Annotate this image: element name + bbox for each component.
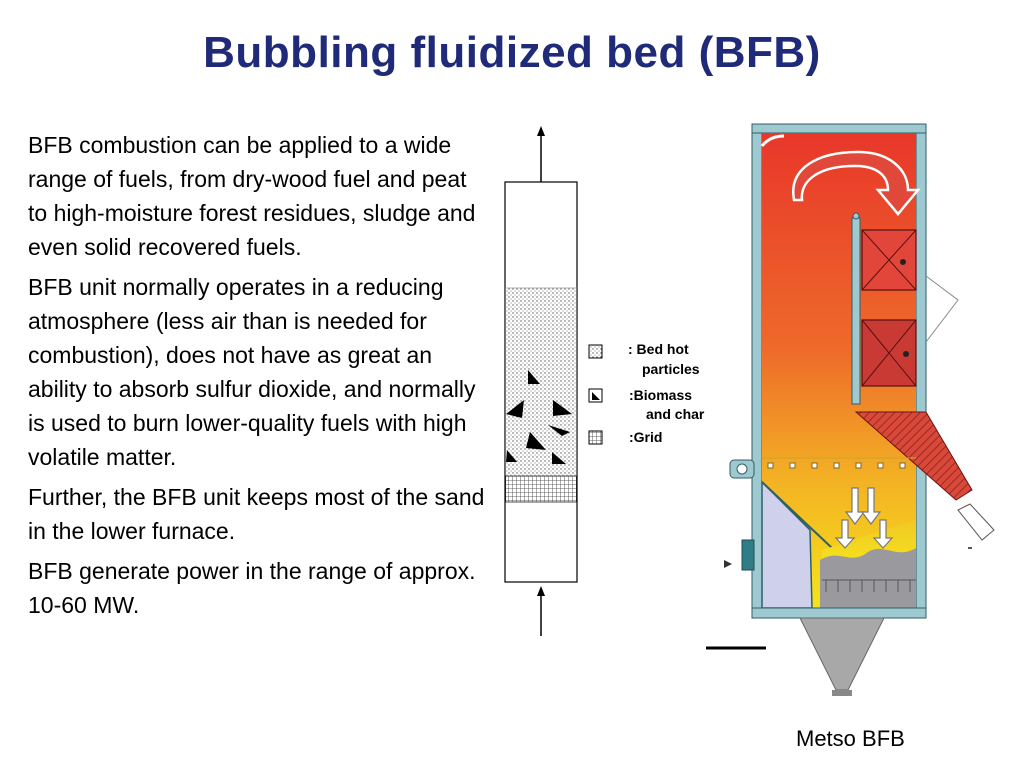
legend-grid-label: :Grid (629, 429, 663, 445)
paragraph-sand: Further, the BFB unit keeps most of the … (28, 484, 485, 544)
bfb-schematic (504, 126, 578, 636)
figure-caption: Metso BFB (796, 726, 905, 751)
bed-particles-swatch-icon (588, 344, 603, 359)
air-down-arrows (834, 487, 894, 549)
superheater-lower (861, 319, 917, 387)
body-text: BFB combustion can be applied to a wide … (28, 128, 488, 628)
paragraph-power: BFB generate power in the range of appro… (28, 558, 476, 618)
paragraph-atmosphere: BFB unit normally operates in a reducing… (28, 274, 476, 470)
superheater-upper (861, 229, 917, 291)
paragraph-fuels: BFB combustion can be applied to a wide … (28, 132, 476, 260)
legend-biomass-label-line1: :Biomass (629, 387, 693, 403)
grate-bars (822, 579, 916, 592)
legend-bed-label-line2: particles (642, 361, 700, 377)
air-nozzles (767, 462, 906, 469)
legend-bed-label-line1: : Bed hot (628, 341, 689, 357)
biomass-particles (506, 370, 572, 464)
curved-flow-arrow-icon (791, 150, 921, 216)
air-inlet-arrow-icon (537, 586, 545, 636)
slide-title: Bubbling fluidized bed (BFB) (203, 28, 821, 77)
up-arrow-icon (537, 126, 545, 182)
metso-boiler-illustration (706, 123, 995, 696)
biomass-swatch-icon (588, 388, 603, 403)
legend-biomass-label-line2: and char (646, 406, 705, 422)
grid-swatch-icon (588, 430, 603, 445)
distributor-grid (505, 475, 577, 503)
fuel-chute (854, 411, 973, 501)
